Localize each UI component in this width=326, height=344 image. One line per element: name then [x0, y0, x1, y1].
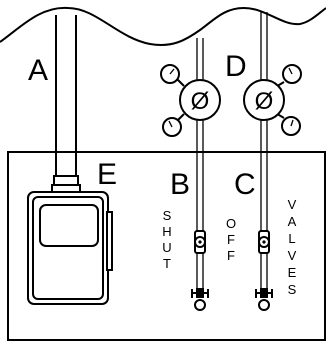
caption-shut-letter: S: [163, 208, 172, 223]
caption-off-letter: F: [227, 232, 235, 247]
caption-shut-letter: T: [163, 256, 171, 271]
regulator-left-symbol: Ø: [191, 88, 210, 115]
controller-unit: [27, 191, 113, 305]
caption-off-letter: F: [227, 248, 235, 263]
caption-off: O F F: [226, 216, 236, 263]
outlet-fitting-c: [255, 288, 273, 311]
caption-shut-letter: H: [162, 224, 171, 239]
caption-valves-letter: L: [288, 231, 295, 246]
label-b: B: [170, 168, 190, 201]
label-c: C: [234, 168, 256, 201]
gauge-right-top: [282, 64, 302, 84]
caption-valves-letter: A: [288, 214, 297, 229]
shutoff-valve-b: [194, 230, 206, 254]
shutoff-valve-c: [258, 230, 270, 254]
outlet-fitting-b: [191, 288, 209, 311]
caption-shut-letter: U: [162, 240, 171, 255]
regulator-right-symbol: Ø: [255, 88, 274, 115]
label-a: A: [28, 54, 48, 87]
regulator-right: Ø: [243, 79, 285, 121]
caption-valves: V A L V E S: [288, 197, 297, 297]
cylinder-tops-outline: [0, 6, 326, 46]
gauge-left-top: [160, 64, 180, 84]
label-e: E: [97, 158, 117, 191]
label-d: D: [225, 50, 247, 83]
gauge-right-bottom: [281, 116, 301, 136]
caption-shut: S H U T: [162, 208, 171, 271]
caption-valves-letter: S: [288, 282, 297, 297]
caption-valves-letter: E: [288, 265, 297, 280]
gauge-left-bottom: [162, 117, 182, 137]
caption-off-letter: O: [226, 216, 236, 231]
regulator-left: Ø: [171, 73, 221, 127]
caption-valves-letter: V: [288, 197, 297, 212]
caption-valves-letter: V: [288, 248, 297, 263]
